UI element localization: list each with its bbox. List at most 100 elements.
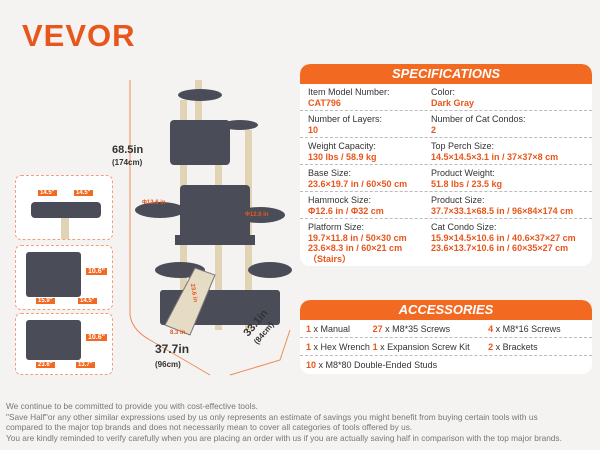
condo2-a: 23.6"	[36, 362, 55, 368]
perch-a: 14.5"	[38, 190, 57, 196]
stairs-width-label: 8.3 in	[170, 330, 186, 336]
accessory-item: 27 x M8*35 Screws	[373, 324, 489, 334]
height-in: 68.5in	[112, 144, 144, 156]
spec-value: CAT796	[308, 97, 341, 108]
accessory-item: 2 x Brackets	[488, 342, 586, 352]
accessory-name: x M8*35 Screws	[382, 323, 451, 334]
vevor-logo: VEVOR	[22, 18, 136, 53]
accessory-qty: 2	[488, 341, 494, 352]
accessory-item: 1 x Manual	[306, 324, 373, 334]
disclaimer: We continue to be committed to provide y…	[6, 401, 600, 443]
hammock-left-label: Φ12.6 in	[142, 200, 166, 206]
spec-value: 23.6×19.7 in / 60×50 cm	[308, 178, 408, 189]
spec-value: 19.7×11.8 in / 50×30 cm	[308, 232, 407, 243]
spec-label: Number of Cat Condos:	[431, 114, 526, 124]
spec-cell: Product Weight:51.8 lbs / 23.5 kg	[431, 168, 584, 189]
spec-value: 130 lbs / 58.9 kg	[308, 151, 377, 162]
condo-h: 10.6"	[86, 268, 107, 275]
height-label: 68.5in (174cm)	[112, 144, 143, 168]
inset-condo: 10.6" 15.9" 14.5"	[15, 245, 113, 310]
spec-cell: Item Model Number:CAT796	[308, 87, 431, 108]
accessory-qty: 1	[306, 341, 312, 352]
spec-value: 14.5×14.5×3.1 in / 37×37×8 cm	[431, 151, 559, 162]
accessory-qty: 1	[372, 341, 378, 352]
accessory-name: x Brackets	[493, 341, 538, 352]
accessories-header: ACCESSORIES	[300, 300, 592, 320]
width-label: 37.7in (96cm)	[155, 342, 189, 370]
spec-value: 10	[308, 124, 319, 135]
condo-a: 15.9"	[36, 298, 55, 304]
spec-cell: Weight Capacity:130 lbs / 58.9 kg	[308, 141, 431, 162]
accessory-name: x Manual	[311, 323, 351, 334]
accessory-item: 10 x M8*80 Double-Ended Studs	[306, 360, 586, 370]
spec-cell: Product Size:37.7×33.1×68.5 in / 96×84×1…	[431, 195, 584, 216]
spec-label: Weight Capacity:	[308, 141, 376, 151]
cat-tree-image	[129, 80, 292, 376]
accessory-item: 4 x M8*16 Screws	[488, 324, 586, 334]
spec-cell: Hammock Size:Φ12.6 in / Φ32 cm	[308, 195, 431, 216]
disclaimer-line: "Save Half"or any other similar expressi…	[6, 411, 538, 422]
spec-label: Platform Size:	[308, 222, 365, 232]
accessory-item: 1 x Hex Wrench	[306, 342, 373, 352]
accessory-qty: 4	[488, 323, 494, 334]
inset-top-perch: 14.5" 14.5"	[15, 175, 113, 240]
spec-label: Product Size:	[431, 195, 485, 205]
spec-cell: Cat Condo Size:15.9×14.5×10.6 in / 40.6×…	[431, 222, 584, 264]
spec-value: Dark Gray	[431, 97, 475, 108]
disclaimer-line: You are kindly reminded to verify carefu…	[6, 432, 562, 443]
spec-cell: Base Size:23.6×19.7 in / 60×50 cm	[308, 168, 431, 189]
accessory-qty: 10	[306, 360, 317, 370]
accessory-name: x Hex Wrench	[311, 341, 370, 352]
spec-value: Φ12.6 in / Φ32 cm	[308, 205, 384, 216]
accessory-name: x M8*16 Screws	[493, 323, 561, 334]
width-in: 37.7in	[155, 342, 190, 356]
accessory-item: 1 x Expansion Screw Kit	[373, 342, 489, 352]
spec-value: 23.6×13.7×10.6 in / 60×35×27 cm	[431, 243, 569, 253]
spec-label: Color:	[431, 87, 456, 97]
spec-label: Cat Condo Size:	[431, 222, 497, 232]
accessory-name: x M8*80 Double-Ended Studs	[316, 360, 438, 370]
accessory-row: 10 x M8*80 Double-Ended Studs	[300, 356, 592, 374]
accessory-qty: 27	[372, 323, 383, 334]
condo2-b: 13.7"	[76, 362, 95, 368]
specifications-header: SPECIFICATIONS	[300, 64, 592, 84]
spec-label: Top Perch Size:	[431, 141, 495, 151]
width-cm: (96cm)	[155, 360, 181, 369]
spec-cell: Number of Cat Condos:2	[431, 114, 584, 135]
spec-value: （Stairs）	[308, 253, 352, 264]
spec-label: Base Size:	[308, 168, 352, 178]
condo-b: 14.5"	[78, 298, 97, 304]
spec-label: Product Weight:	[431, 168, 495, 178]
accessory-qty: 1	[306, 323, 312, 334]
spec-label: Item Model Number:	[308, 87, 390, 97]
perch-b: 14.5"	[74, 190, 93, 196]
spec-label: Number of Layers:	[308, 114, 383, 124]
condo2-h: 10.6"	[86, 334, 107, 341]
inset-condo-2: 10.6" 23.6" 13.7"	[15, 313, 113, 375]
spec-label: Hammock Size:	[308, 195, 372, 205]
spec-value: 51.8 lbs / 23.5 kg	[431, 178, 503, 189]
spec-value: 37.7×33.1×68.5 in / 96×84×174 cm	[431, 205, 574, 216]
spec-value: 2	[431, 124, 437, 135]
spec-cell: Number of Layers:10	[308, 114, 431, 135]
height-cm: (174cm)	[112, 158, 143, 167]
accessory-name: x Expansion Screw Kit	[377, 341, 470, 352]
spec-value: 23.6×8.3 in / 60×21 cm	[308, 243, 403, 253]
disclaimer-line: compared to the major top brands and doe…	[6, 422, 413, 432]
spec-cell: Color:Dark Gray	[431, 87, 584, 108]
disclaimer-line: We continue to be committed to provide y…	[6, 401, 258, 411]
hammock-right-label: Φ12.6 in	[245, 212, 269, 218]
spec-cell: Top Perch Size:14.5×14.5×3.1 in / 37×37×…	[431, 141, 584, 162]
spec-value: 15.9×14.5×10.6 in / 40.6×37×27 cm	[431, 232, 576, 243]
